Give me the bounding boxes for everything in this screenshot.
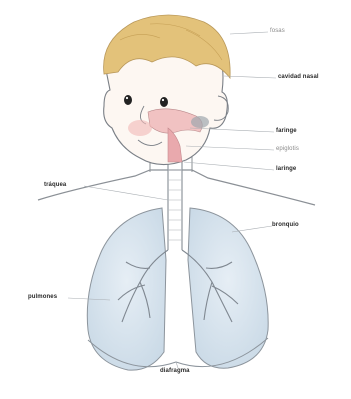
label-trachea: tráquea (44, 182, 66, 188)
right-lung (87, 208, 166, 370)
label-nasal-cavity: cavidad nasal (278, 74, 319, 80)
label-bronchi: bronquio (272, 222, 299, 228)
label-epiglottis: epiglotis (276, 146, 299, 152)
label-lungs: pulmones (28, 294, 57, 300)
label-diaphragm: diafragma (160, 368, 190, 374)
right-eye (160, 97, 168, 107)
trachea-tube (168, 160, 182, 250)
sinus (191, 116, 209, 128)
label-nasal-cavity-top: fosas (270, 28, 285, 34)
left-lung (188, 208, 268, 368)
label-larynx: laringe (276, 166, 296, 172)
label-pharynx: faringe (276, 128, 297, 134)
left-eye (124, 95, 132, 105)
